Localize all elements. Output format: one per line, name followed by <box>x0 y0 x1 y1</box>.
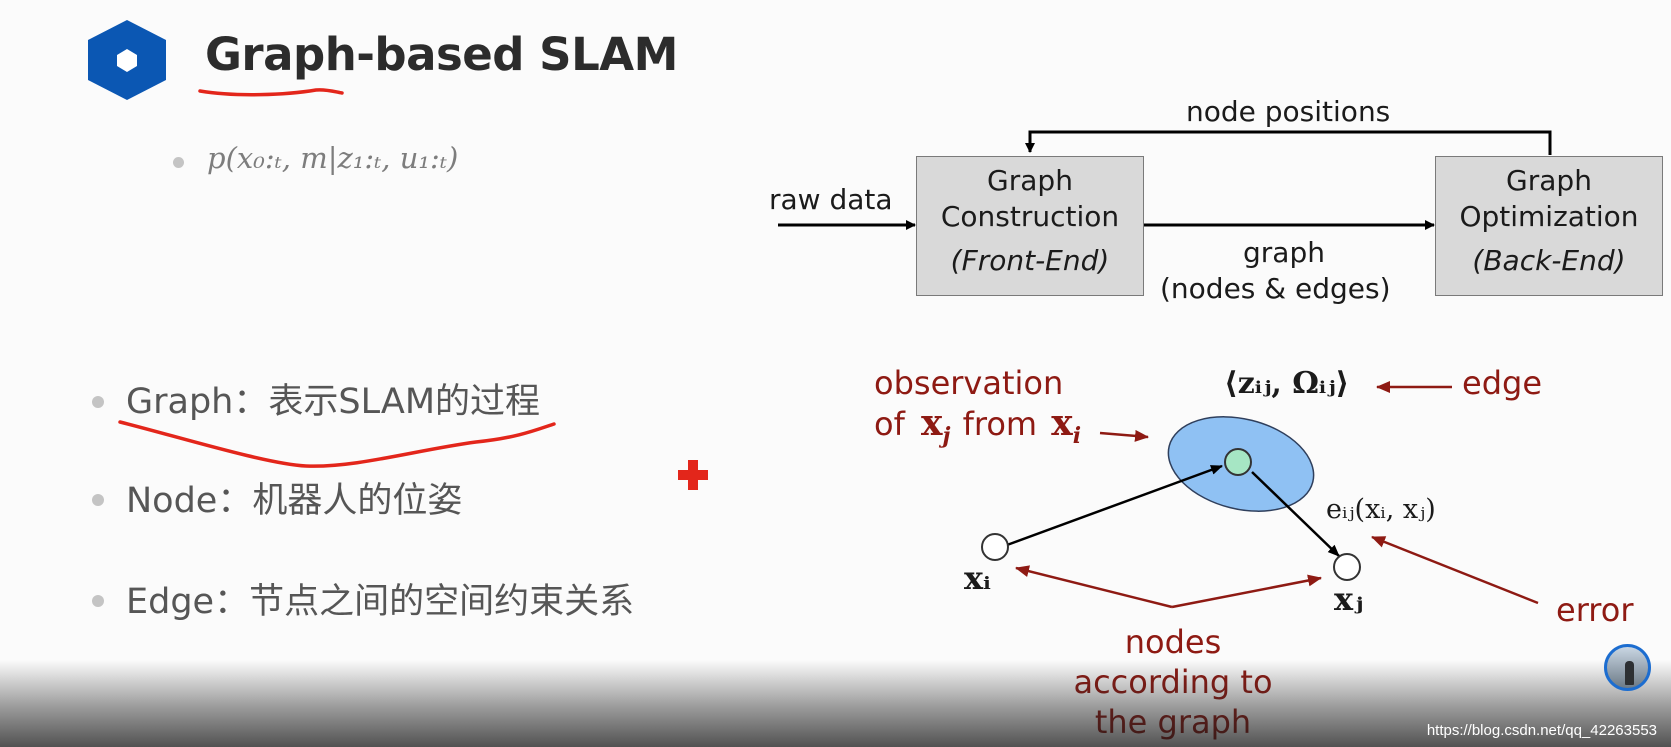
formula: p(x₀:ₜ, m|z₁:ₜ, u₁:ₜ) <box>207 141 459 175</box>
edge-math: ⟨zᵢⱼ, Ωᵢⱼ⟩ <box>1224 366 1350 401</box>
edge-label: edge <box>1462 364 1542 402</box>
bullet-dot <box>92 595 104 607</box>
nodes-caption-line: the graph <box>1094 703 1252 741</box>
back-end-box: Graph Optimization (Back-End) <box>1435 156 1663 296</box>
node-i-label: xᵢ <box>964 559 991 597</box>
observation-of: of <box>874 405 905 443</box>
front-end-box: Graph Construction (Front-End) <box>916 156 1144 296</box>
feedback-label: node positions <box>1186 95 1391 128</box>
title-underline-annotation <box>198 88 344 97</box>
back-end-subtitle: Optimization <box>1459 200 1639 233</box>
bullet-edge: Edge：节点之间的空间约束关系 <box>126 582 635 622</box>
watermark-url: https://blog.csdn.net/qq_42263553 <box>1426 722 1657 739</box>
formula-bullet-dot <box>173 157 184 168</box>
user-avatar[interactable] <box>1604 644 1651 691</box>
nodes-caption-line: nodes <box>1124 623 1222 661</box>
link-label: graph <box>1243 236 1325 269</box>
front-end-title: Graph <box>987 164 1073 197</box>
bullet-graph: Graph：表示SLAM的过程 <box>126 382 541 422</box>
bullet-dot <box>92 396 104 408</box>
bullet-dot <box>92 494 104 506</box>
nodes-caption-line: according to <box>1073 663 1273 701</box>
error-label: error <box>1556 591 1634 629</box>
graph-underline-annotation <box>118 420 556 468</box>
bullet-node: Node：机器人的位姿 <box>126 481 463 521</box>
back-end-title: Graph <box>1506 164 1592 197</box>
front-end-role: (Front-End) <box>950 244 1110 277</box>
observation-label: observation <box>874 364 1064 402</box>
observation-xi: xi <box>1051 402 1082 450</box>
hexagon-logo-icon <box>88 20 166 100</box>
avatar-figure-icon <box>1625 661 1634 685</box>
slide-title: Graph-based SLAM <box>205 28 678 81</box>
back-end-role: (Back-End) <box>1472 244 1626 277</box>
observation-xj: xj <box>921 402 951 450</box>
input-label: raw data <box>769 183 893 216</box>
front-end-subtitle: Construction <box>940 200 1120 233</box>
nodes-caption: nodes according to the graph <box>1070 622 1276 742</box>
red-cross-icon <box>678 460 708 490</box>
error-math: eᵢⱼ(xᵢ, xⱼ) <box>1326 494 1436 525</box>
link-label-detail: (nodes & edges) <box>1160 272 1391 305</box>
observation-relation: of xj from xi <box>874 402 1081 449</box>
observation-from: from <box>962 405 1038 443</box>
node-j-label: xⱼ <box>1334 580 1364 618</box>
